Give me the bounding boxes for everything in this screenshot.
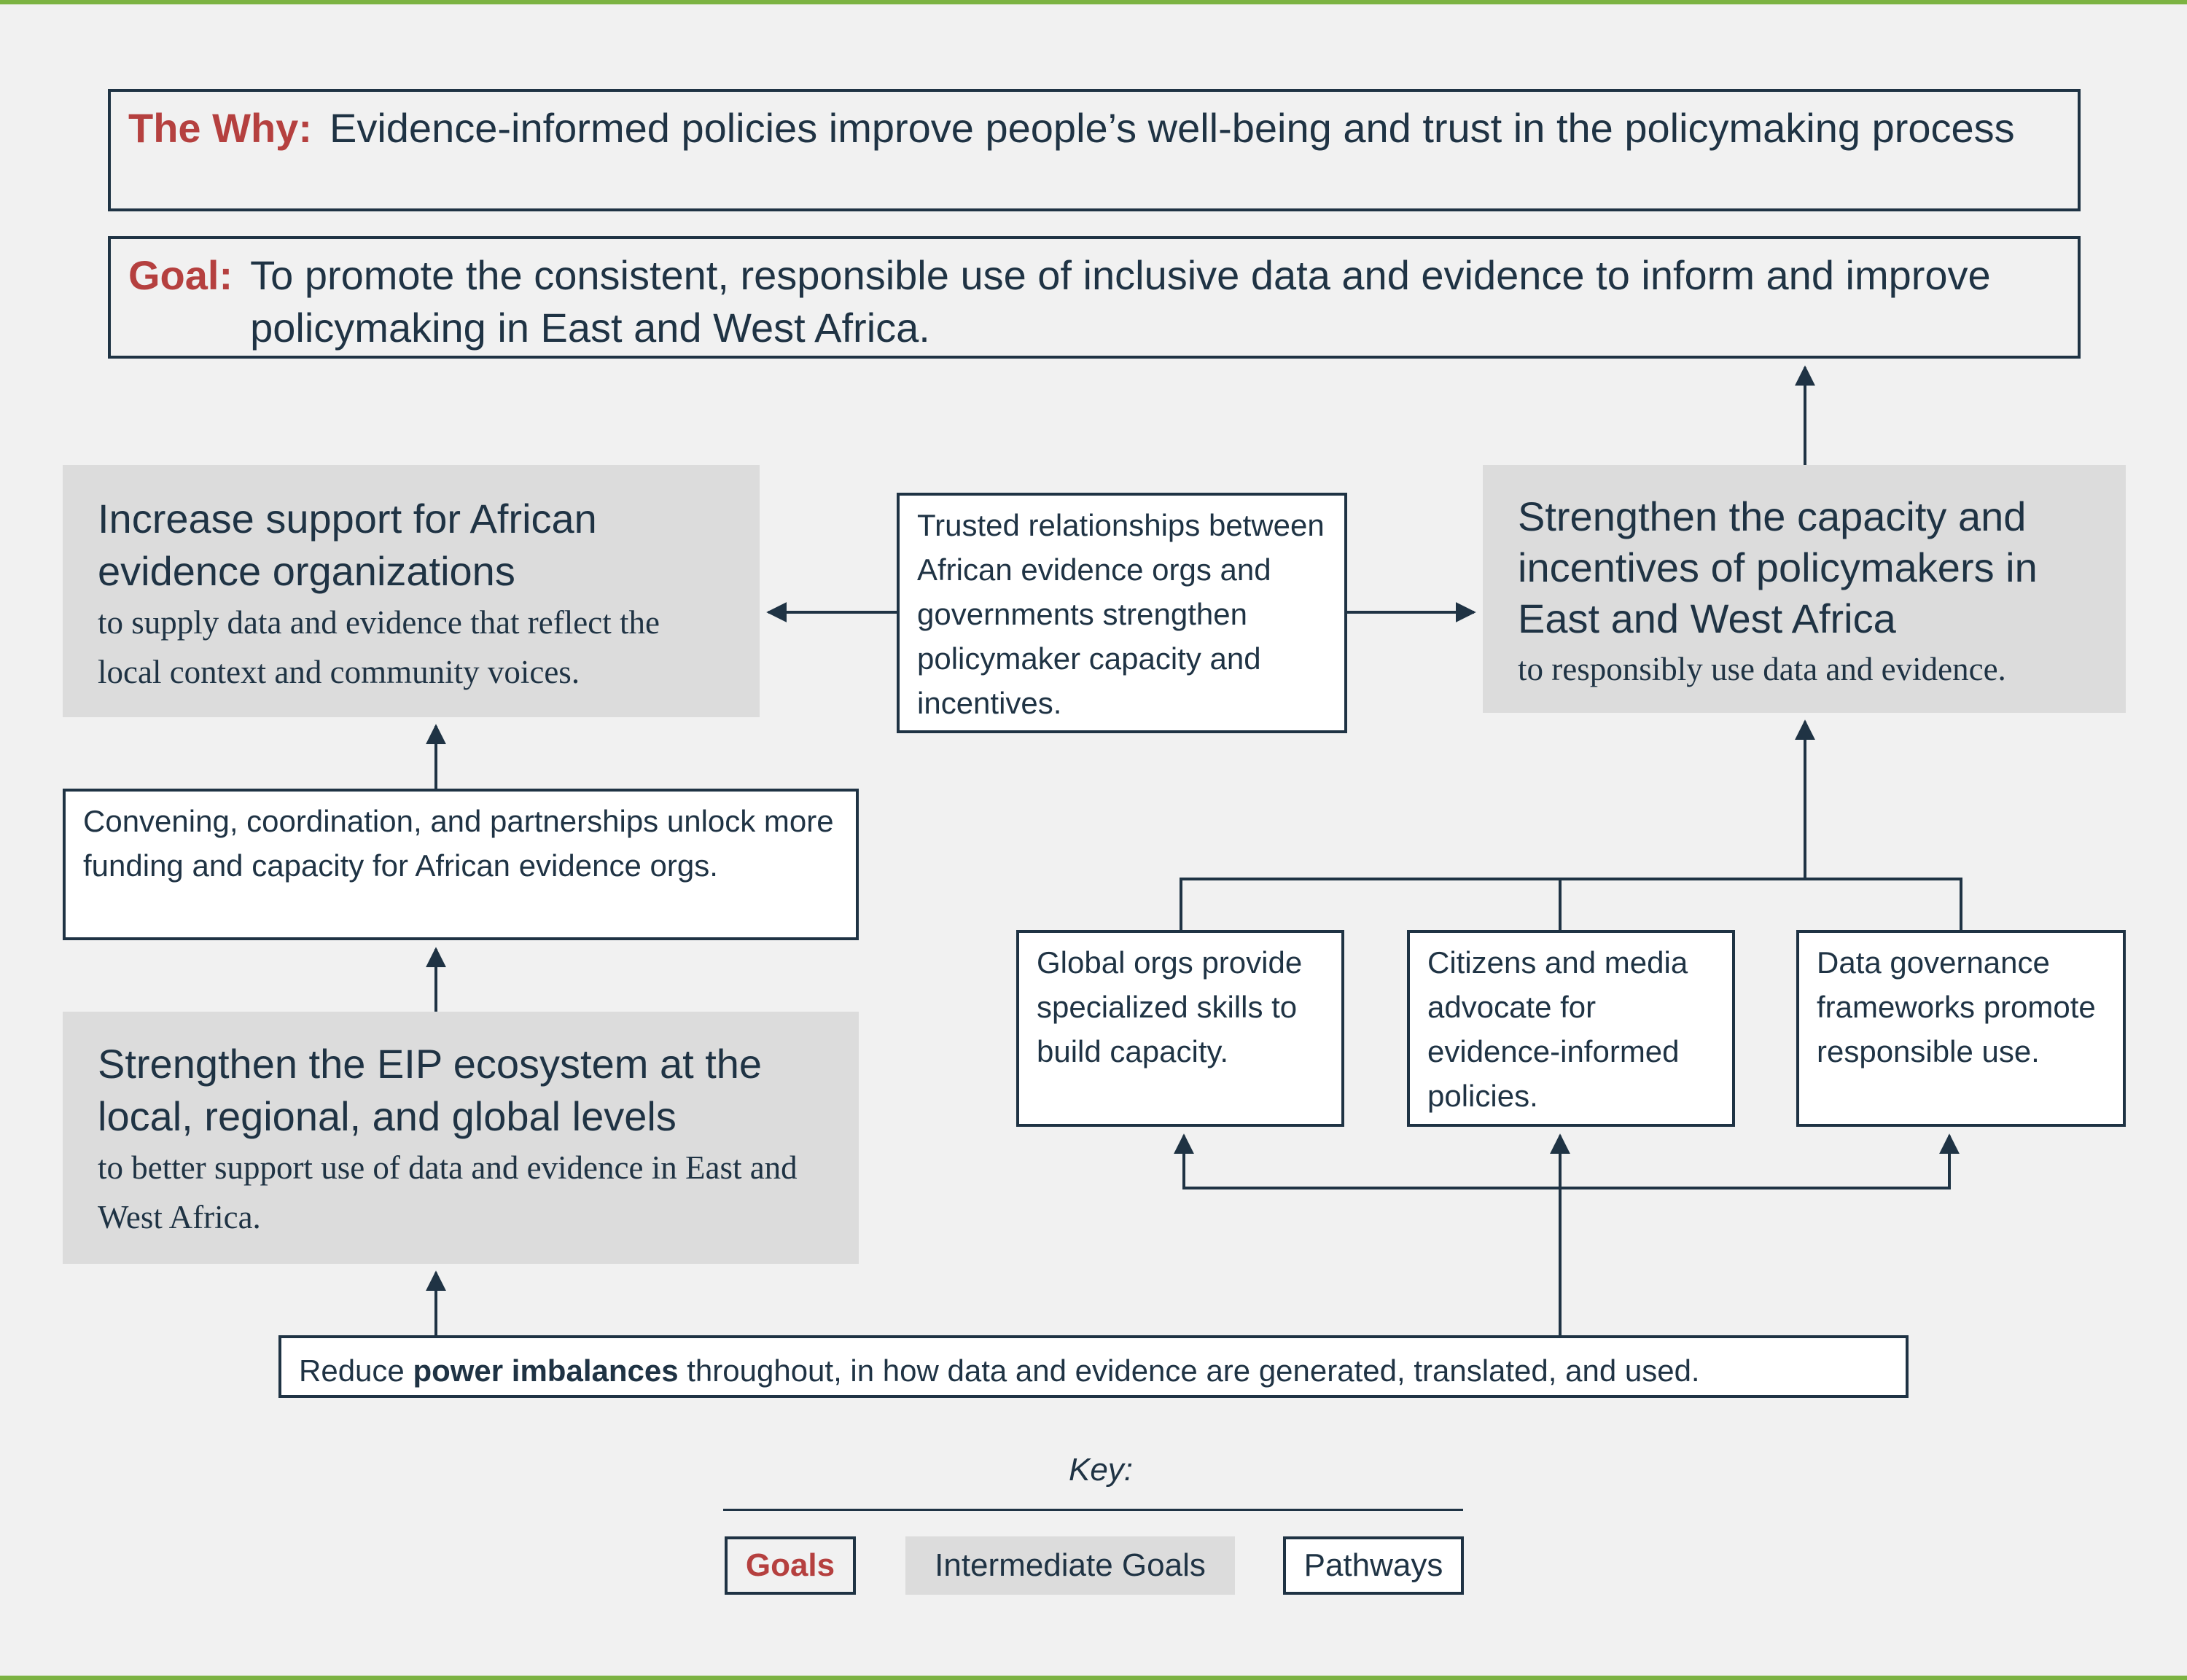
goal-box: Goal: To promote the consistent, respons…	[108, 236, 2081, 359]
bracket-power-bottom	[1182, 1144, 1951, 1189]
bracket-pathways-top	[1180, 878, 1962, 930]
key-goals-label: Goals	[745, 1547, 835, 1583]
pathway-power-imbalances: Reduce power imbalances throughout, in h…	[278, 1335, 1909, 1398]
citizens-media-text: Citizens and media advocate for evidence…	[1427, 945, 1688, 1113]
data-governance-text: Data governance frameworks promote respo…	[1817, 945, 2096, 1068]
convening-text: Convening, coordination, and partnership…	[83, 804, 834, 883]
intermediate-goal-policymakers: Strengthen the capacity and incentives o…	[1483, 465, 2126, 713]
support-orgs-title: Increase support for African evidence or…	[98, 496, 597, 594]
key-title: Key:	[1068, 1452, 1134, 1488]
ecosystem-title: Strengthen the EIP ecosystem at the loca…	[98, 1041, 763, 1139]
pathway-trusted-relationships: Trusted relationships between African ev…	[897, 493, 1347, 733]
intermediate-goal-ecosystem: Strengthen the EIP ecosystem at the loca…	[63, 1012, 859, 1264]
policymakers-title: Strengthen the capacity and incentives o…	[1518, 493, 2038, 641]
key-divider	[723, 1509, 1463, 1511]
key-intermediate-label: Intermediate Goals	[935, 1547, 1206, 1583]
ecosystem-subtitle: to better support use of data and eviden…	[98, 1149, 798, 1235]
power-prefix: Reduce	[299, 1353, 405, 1388]
pathway-convening: Convening, coordination, and partnership…	[63, 789, 859, 940]
policymakers-subtitle: to responsibly use data and evidence.	[1518, 651, 2006, 687]
bottom-accent-rule	[0, 1676, 2187, 1680]
goal-label: Goal:	[128, 252, 233, 298]
key-pathways: Pathways	[1283, 1536, 1464, 1595]
global-orgs-text: Global orgs provide specialized skills t…	[1037, 945, 1303, 1068]
top-accent-rule	[0, 0, 2187, 4]
key-intermediate-goals: Intermediate Goals	[905, 1536, 1235, 1595]
power-bold: power imbalances	[413, 1353, 679, 1388]
pathway-citizens-media: Citizens and media advocate for evidence…	[1407, 930, 1735, 1127]
support-orgs-subtitle: to supply data and evidence that reflect…	[98, 604, 660, 690]
power-suffix: throughout, in how data and evidence are…	[687, 1353, 1700, 1388]
pathway-data-governance: Data governance frameworks promote respo…	[1796, 930, 2126, 1127]
why-box: The Why: Evidence-informed policies impr…	[108, 89, 2081, 211]
trusted-relationships-text: Trusted relationships between African ev…	[917, 508, 1325, 720]
pathway-global-orgs: Global orgs provide specialized skills t…	[1016, 930, 1344, 1127]
key-goals: Goals	[725, 1536, 856, 1595]
goal-text: To promote the consistent, responsible u…	[250, 252, 1991, 351]
why-label: The Why:	[128, 105, 312, 151]
why-text: Evidence-informed policies improve peopl…	[329, 105, 2015, 151]
intermediate-goal-support-orgs: Increase support for African evidence or…	[63, 465, 760, 717]
key-pathways-label: Pathways	[1303, 1547, 1443, 1583]
